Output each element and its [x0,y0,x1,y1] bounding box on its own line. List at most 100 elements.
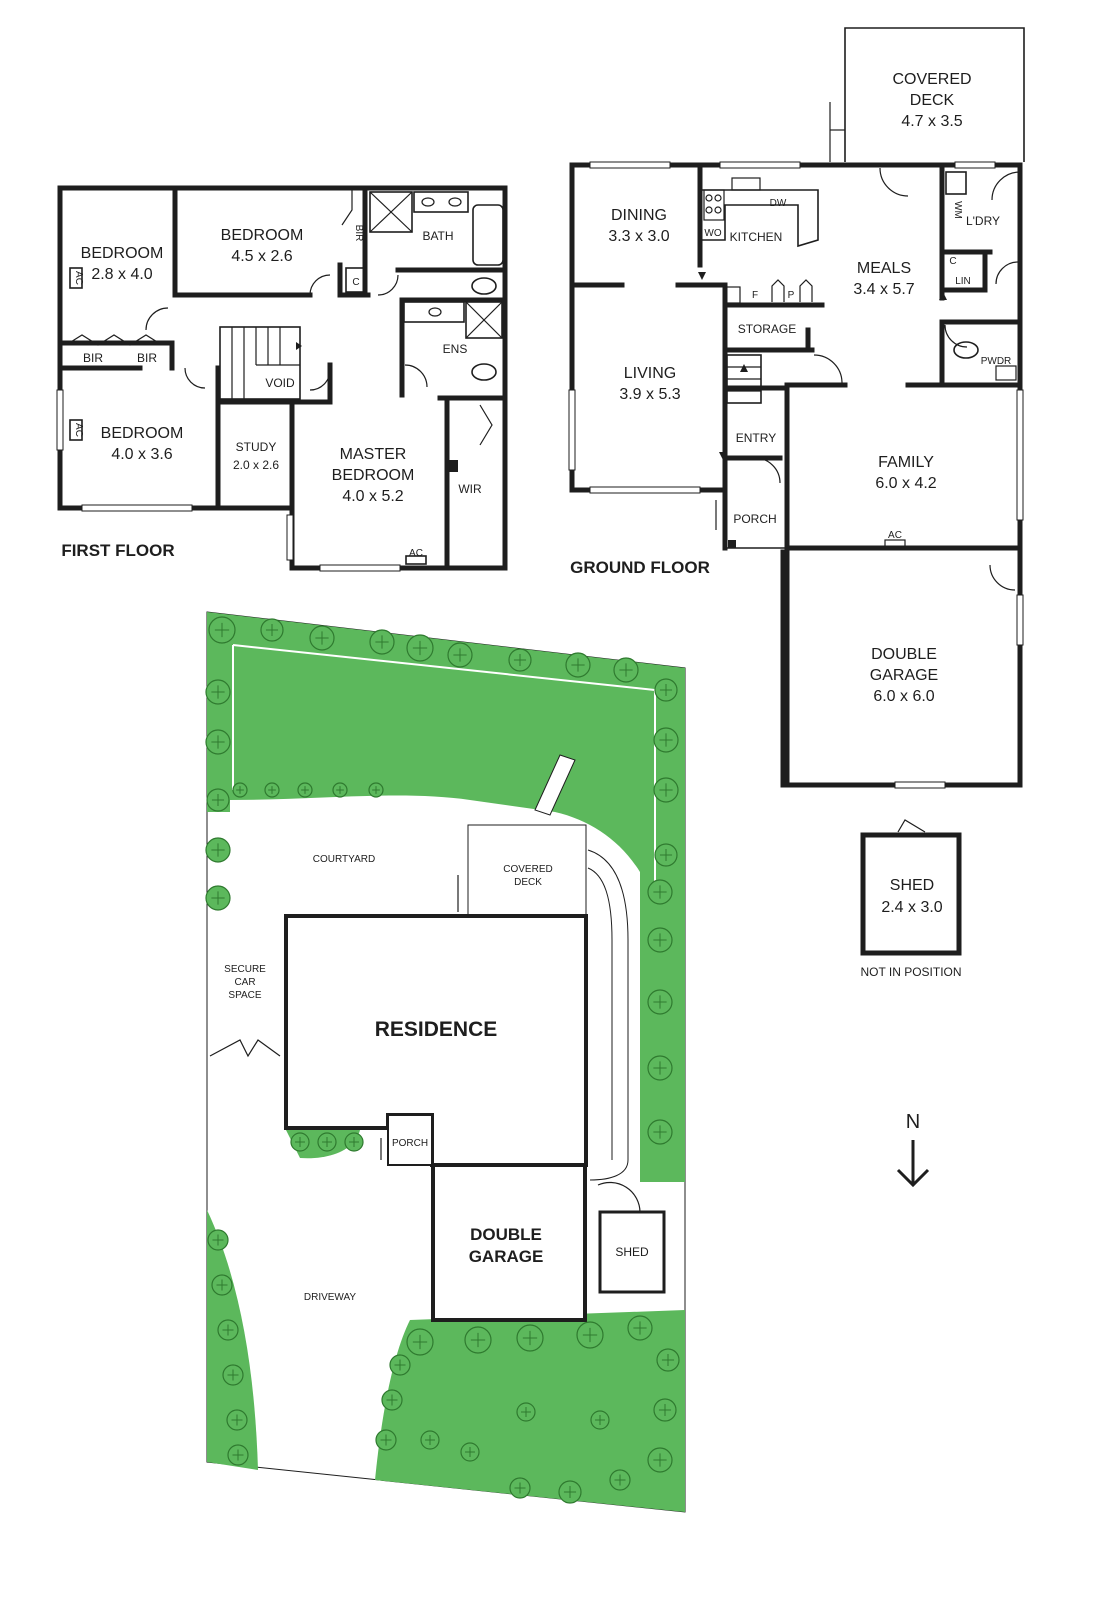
dining-label: DINING [611,207,667,224]
tree-branch [412,640,428,656]
tree-branch [513,653,527,667]
wo-label: WO [704,228,721,239]
burner [705,206,713,214]
trees [205,616,680,1504]
shower-cross [369,191,413,233]
shed-note: NOT IN POSITION [860,965,961,979]
meals-label: MEALS [857,260,911,277]
pantry-door-icon [771,279,785,302]
tree-branch [336,786,344,794]
window [1016,594,1024,646]
door-swing [813,354,843,384]
shower [465,301,503,339]
porch-post [728,540,736,548]
bath-label: BATH [422,229,453,243]
master-bedroom-label: MASTER [340,446,407,463]
kitchen-label: KITCHEN [730,230,783,244]
tree-branch [211,793,225,807]
door-swing [184,367,206,389]
garage-size: 6.0 x 6.0 [873,688,934,705]
tree-branch [349,1137,359,1147]
site-covered-deck [467,824,587,918]
entry-label: ENTRY [736,431,776,445]
bedroom-label: BEDROOM [81,245,164,262]
site-porch [387,1114,433,1166]
bir-label: BIR [137,351,157,365]
door-swing [479,404,493,446]
first-floor-plan: BEDROOM 2.8 x 4.0 BEDROOM 4.5 x 2.6 BEDR… [56,185,508,572]
living-size: 3.9 x 5.3 [619,386,680,403]
tree-branch [214,622,230,638]
door-swing [597,1181,641,1213]
tree-branch [514,1482,526,1494]
tree-branch [315,631,329,645]
powder-label: PWDR [981,356,1012,367]
ac-unit-icon [405,555,427,565]
living-label: LIVING [624,365,676,382]
shed-size: 2.4 x 3.0 [881,899,942,916]
basin-icon [995,365,1017,381]
tree-branch [571,658,585,672]
tree-branch [295,1137,305,1147]
tree-branch [659,683,673,697]
cupboard [345,267,367,293]
north-label: N [906,1111,920,1133]
covered-deck-label-2: DECK [910,92,955,109]
basin-icon [428,307,442,317]
tree-branch [653,1125,667,1139]
tree-branch [394,1359,406,1371]
ac-label: AC [409,548,423,559]
tree-branch [633,1321,647,1335]
master-bedroom-label-2: BEDROOM [332,467,415,484]
secure-car-space-label-2: CAR [234,977,255,988]
cupboard-label: C [352,277,359,288]
arrow-icon [698,272,706,280]
porch-label: PORCH [733,512,776,526]
courtyard-label: COURTYARD [313,854,375,865]
secure-car-space-label-3: SPACE [228,990,261,1001]
bedroom-size: 4.5 x 2.6 [231,248,292,265]
cupboard-label: C [949,256,956,267]
door-swing [145,307,169,331]
window [589,161,671,169]
ground-floor-title: GROUND FLOOR [570,558,710,577]
robe-door-icon [341,190,353,226]
shed-plan: SHED 2.4 x 3.0 NOT IN POSITION [860,819,962,979]
wir-label: WIR [458,482,482,496]
tree-branch [653,1061,667,1075]
bathtub-icon [472,204,504,266]
arrow-icon [719,452,727,460]
tree-branch [211,891,225,905]
door-swing [879,167,909,197]
covered-deck-label: COVERED [892,71,971,88]
laundry-label: L'DRY [966,214,1000,228]
stair-arrow-icon [740,364,748,372]
bedroom-size: 2.8 x 4.0 [91,266,152,283]
back-lawn [207,612,685,912]
door-swing [377,274,399,296]
shed-label: SHED [615,1245,649,1259]
door-swing [995,261,1019,285]
site-garage [431,1163,587,1322]
window [589,486,701,494]
door-swing [309,369,331,391]
window [319,564,401,572]
tree-branch [521,1407,531,1417]
tree-branch [659,733,673,747]
washing-machine-icon [945,171,967,195]
pantry-label: P [788,290,795,301]
residence-label: RESIDENCE [375,1018,498,1041]
covered-deck-size: 4.7 x 3.5 [901,113,962,130]
tree-branch [661,1353,675,1367]
tree-branch [522,1330,538,1346]
first-floor-title: FIRST FLOOR [61,541,174,560]
stair-arrow-icon [296,342,302,350]
ac-unit-icon [69,267,83,289]
north-arrow-head-icon [896,1168,930,1188]
tree-branch [653,933,667,947]
covered-deck-label-2: DECK [514,877,542,888]
window [81,504,193,512]
tree-branch [372,786,380,794]
wm-label: WM [952,201,963,219]
tree-branch [231,1414,243,1426]
